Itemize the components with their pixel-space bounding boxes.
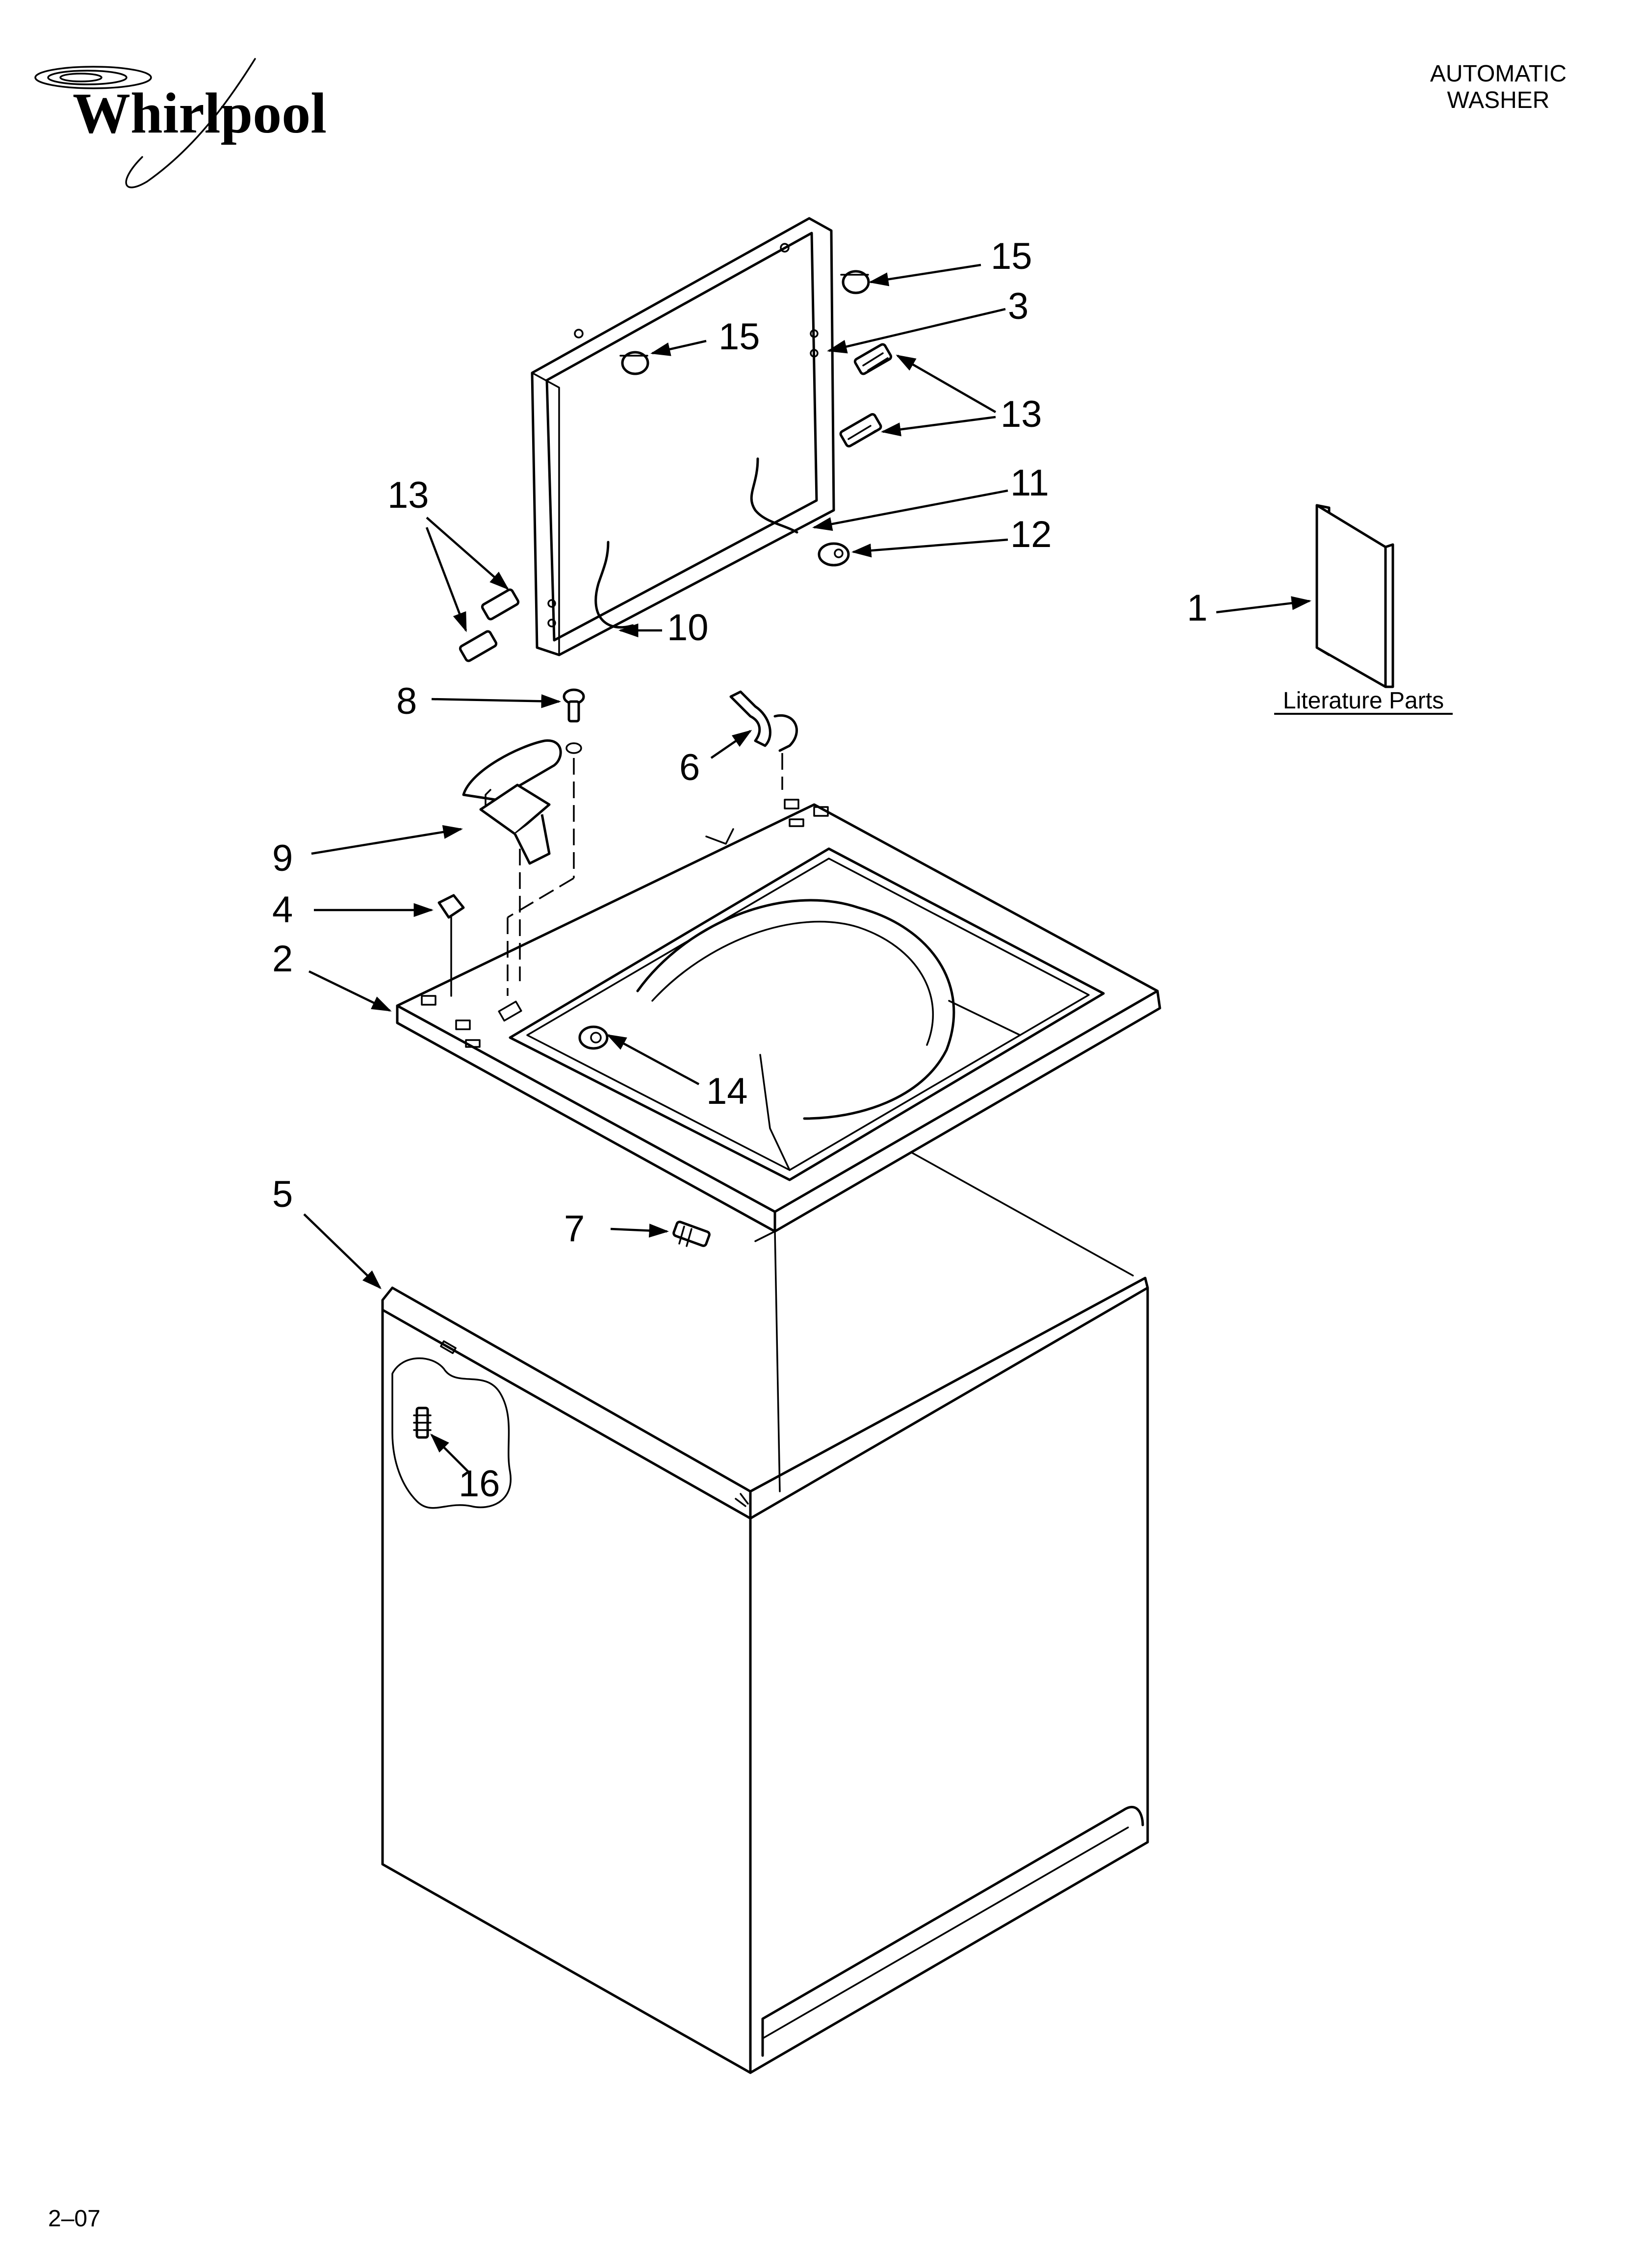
- callout-15-lower: 15: [718, 316, 760, 358]
- panel-bracket: [729, 690, 798, 752]
- lid-switch: [462, 739, 562, 865]
- callout-3: 3: [1008, 286, 1028, 327]
- hinge-screw-upper-left: [481, 588, 520, 621]
- literature-booklet: [1315, 504, 1394, 688]
- panel-screw: [672, 1221, 711, 1247]
- callout-6: 6: [679, 747, 700, 788]
- callout-13-left: 13: [387, 474, 429, 516]
- hinge-rod-left: [594, 541, 634, 629]
- cabinet: [381, 1152, 1149, 2074]
- callout-9: 9: [272, 837, 293, 879]
- header-line-2: WASHER: [1447, 87, 1550, 113]
- callout-1: 1: [1187, 587, 1207, 629]
- header-line-1: AUTOMATIC: [1430, 61, 1566, 87]
- switch-clip: [437, 894, 465, 919]
- literature-parts-label: Literature Parts: [1283, 688, 1444, 714]
- top-panel: [396, 799, 1161, 1233]
- hinge-rod-right: [750, 457, 798, 534]
- hinge-clip: [818, 542, 850, 567]
- callout-7: 7: [564, 1208, 585, 1250]
- hinge-screw-lower-right: [839, 413, 882, 448]
- callout-2: 2: [272, 938, 293, 980]
- callout-13-right: 13: [1001, 393, 1042, 435]
- callout-5: 5: [272, 1173, 293, 1215]
- lid-bumper-lower: [619, 351, 649, 375]
- switch-screw: [563, 688, 585, 754]
- lid-part: [531, 217, 835, 656]
- callout-15-upper: 15: [991, 235, 1032, 277]
- callout-12: 12: [1010, 514, 1052, 555]
- cabinet-screw: [413, 1407, 432, 1439]
- bleach-nozzle: [578, 1025, 609, 1050]
- lid-bumper-upper: [840, 270, 870, 294]
- callout-8: 8: [396, 680, 417, 722]
- page-code: 2–07: [48, 2206, 101, 2232]
- callout-16: 16: [459, 1463, 500, 1505]
- hinge-screw-lower-left: [459, 630, 498, 662]
- callout-11: 11: [1010, 462, 1049, 504]
- hinge-screw-upper-right: [853, 343, 893, 375]
- callout-4: 4: [272, 889, 293, 931]
- callout-arrows: [303, 263, 1312, 1473]
- whirlpool-logo: Whirlpool: [34, 58, 327, 188]
- callout-10: 10: [667, 607, 709, 649]
- callout-14: 14: [706, 1070, 748, 1112]
